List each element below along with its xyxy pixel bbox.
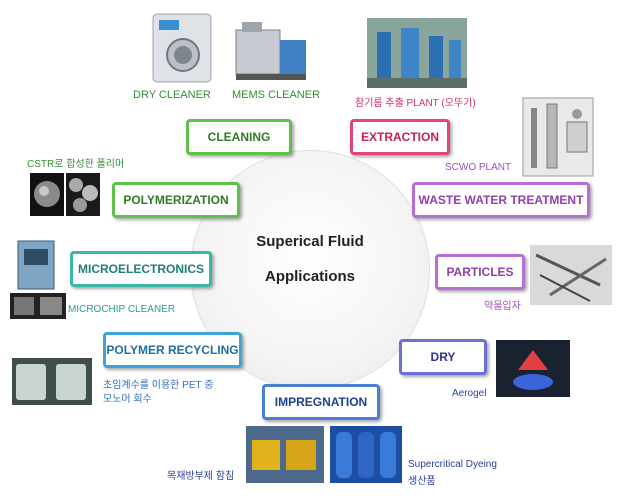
impregnation-box[interactable]: IMPREGNATION [262, 384, 380, 420]
center-title-line2: Applications [264, 268, 355, 285]
microelectronics-equipment-image [14, 237, 59, 292]
dry-cleaner-caption: DRY CLEANER [133, 89, 211, 101]
pet-caption-line1: 초임계수를 이용한 PET 중 [103, 380, 214, 391]
dyeing-caption-line2: 생산품 [408, 476, 436, 487]
dry-cleaner-image [145, 10, 220, 85]
waste-water-box[interactable]: WASTE WATER TREATMENT [412, 182, 590, 218]
cstr-caption: CSTR로 합성한 폴리머 [27, 159, 125, 170]
wood-impregnation-image [246, 426, 324, 483]
microchip-image [10, 293, 66, 319]
polymer-micrograph-1 [30, 173, 64, 216]
scwo-plant-caption: SCWO PLANT [445, 162, 512, 173]
sesame-oil-caption: 참기름 추출 PLANT (오뚜기) [355, 98, 476, 109]
microchip-caption: MICROCHIP CLEANER [68, 304, 176, 315]
pet-caption-line2: 모노머 회수 [103, 394, 152, 405]
center-title-line1: Superical Fluid [256, 233, 364, 250]
drug-particles-image [530, 245, 612, 305]
polymer-micrograph-2 [66, 173, 100, 216]
particles-box[interactable]: PARTICLES [435, 254, 525, 290]
pet-recycling-image [12, 358, 92, 405]
wood-caption: 목재방부제 함침 [167, 471, 235, 482]
extraction-box[interactable]: EXTRACTION [350, 119, 450, 155]
polymer-recycling-box[interactable]: POLYMER RECYCLING [103, 332, 242, 368]
microelectronics-box[interactable]: MICROELECTRONICS [70, 251, 212, 287]
dyeing-caption-line1: Supercritical Dyeing [408, 459, 497, 470]
aerogel-caption: Aerogel [452, 388, 487, 399]
mems-cleaner-caption: MEMS CLEANER [232, 89, 321, 101]
extraction-plant-image [367, 18, 467, 88]
dry-box[interactable]: DRY [399, 339, 487, 375]
polymerization-box[interactable]: POLYMERIZATION [112, 182, 240, 218]
mems-cleaner-image [230, 16, 310, 84]
scwo-plant-image [517, 92, 599, 180]
drug-particles-caption: 약물입자 [484, 301, 521, 312]
dyeing-products-image [330, 426, 402, 483]
cleaning-box[interactable]: CLEANING [186, 119, 292, 155]
aerogel-image [496, 340, 570, 397]
